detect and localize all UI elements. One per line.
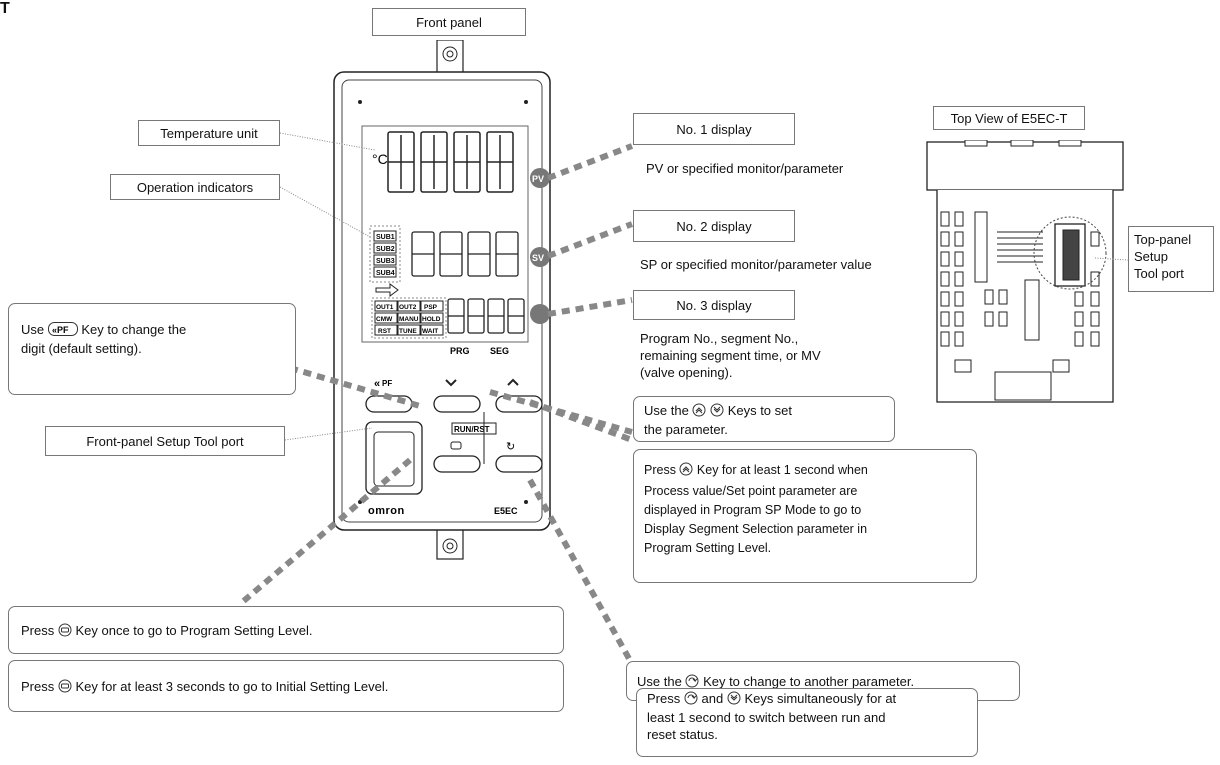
- updown-post: Keys to set: [727, 403, 792, 418]
- top-port-line-2: Setup: [1134, 249, 1168, 264]
- top-panel-port-label: Top-panel Setup Tool port: [1128, 226, 1214, 292]
- no1-display-callout: No. 1 display: [633, 113, 795, 145]
- brand-logo: omron: [368, 505, 405, 517]
- up-key-hold-note: Press Key for at least 1 second when Pro…: [633, 449, 977, 583]
- mode-key-icon-2: [684, 691, 698, 709]
- no3-desc-line-3: (valve opening).: [640, 365, 733, 380]
- runrst-post: Keys simultaneously for at: [744, 691, 897, 706]
- pf-note-pre: Use: [21, 322, 45, 337]
- no3-display-desc: Program No., segment No., remaining segm…: [640, 330, 821, 381]
- pf-key-label: PF: [382, 379, 392, 388]
- sv-label: SV: [532, 253, 544, 263]
- up-hold-pre: Press: [644, 463, 676, 477]
- temp-unit-symbol: °C: [372, 151, 388, 167]
- runrst-mid: and: [701, 691, 724, 706]
- pf-key-icon: «PF: [47, 322, 78, 340]
- front-panel-title: Front panel: [372, 8, 526, 36]
- ind-hold: HOLD: [422, 316, 441, 323]
- level-key-3s-note: Press Key for at least 3 seconds to go t…: [8, 660, 564, 712]
- ind-tune: TUNE: [399, 328, 417, 335]
- pf-key-note: Use «PF Key to change the digit (default…: [8, 303, 296, 395]
- level-3s-post: Key for at least 3 seconds to go to Init…: [75, 679, 389, 694]
- corner-letter: T: [0, 0, 10, 17]
- operation-indicators-callout: Operation indicators: [110, 174, 280, 200]
- level-once-pre: Press: [21, 623, 55, 638]
- mode-pre: Use the: [637, 674, 682, 689]
- updown-line2: the parameter.: [644, 422, 728, 437]
- top-view-title: Top View of E5EC-T: [933, 106, 1085, 130]
- level-key-once-note: Press Key once to go to Program Setting …: [8, 606, 564, 654]
- down-key-icon: [710, 403, 724, 421]
- pf-note-post: Key to change the: [81, 322, 187, 337]
- sub-indicator-4: SUB4: [376, 270, 395, 277]
- controller-front-drawing: °C SUB1 SUB2 SUB3 SUB4: [333, 40, 551, 560]
- down-key-icon-2: [727, 691, 741, 709]
- no3-desc-line-1: Program No., segment No.,: [640, 331, 799, 346]
- no2-display-callout: No. 2 display: [633, 210, 795, 242]
- mode-post: Key to change to another parameter.: [703, 674, 915, 689]
- runrst-line-3: reset status.: [647, 727, 718, 742]
- svg-text:↻: ↻: [506, 441, 515, 453]
- prg-label: PRG: [450, 346, 470, 356]
- no3-display-callout: No. 3 display: [633, 290, 795, 320]
- no1-display-desc: PV or specified monitor/parameter: [646, 161, 844, 176]
- level-once-post: Key once to go to Program Setting Level.: [75, 623, 313, 638]
- ind-manu: MANU: [399, 316, 419, 323]
- seg-label: SEG: [490, 346, 509, 356]
- up-key-icon: [692, 403, 706, 421]
- updown-keys-note: Use the Keys to set the parameter.: [633, 396, 895, 442]
- front-panel-port-callout: Front-panel Setup Tool port: [45, 426, 285, 456]
- no3-desc-line-2: remaining segment time, or MV: [640, 348, 821, 363]
- sub-indicator-3: SUB3: [376, 258, 395, 265]
- up-hold-line-2: Process value/Set point parameter are: [644, 484, 858, 498]
- updown-pre: Use the: [644, 403, 689, 418]
- model-label: E5EC: [494, 506, 518, 516]
- svg-text:«: «: [374, 378, 380, 390]
- level-key-icon-2: [58, 679, 72, 697]
- top-port-line-1: Top-panel: [1134, 232, 1192, 247]
- ind-cmw: CMW: [376, 316, 393, 323]
- pf-note-line2: digit (default setting).: [21, 341, 142, 356]
- ind-psp: PSP: [424, 304, 438, 311]
- sub-indicator-1: SUB1: [376, 234, 395, 241]
- up-hold-line-5: Program Setting Level.: [644, 541, 772, 555]
- ind-out2: OUT2: [399, 304, 417, 311]
- top-port-line-3: Tool port: [1134, 266, 1184, 281]
- runrst-line-2: least 1 second to switch between run and: [647, 710, 886, 725]
- top-view-drawing: [926, 140, 1124, 403]
- temperature-unit-callout: Temperature unit: [138, 120, 280, 146]
- runrst-pre: Press: [647, 691, 681, 706]
- up-hold-line-4: Display Segment Selection parameter in: [644, 522, 868, 536]
- pv-label: PV: [532, 174, 544, 184]
- up-hold-line-3: displayed in Program SP Mode to go to: [644, 503, 862, 517]
- level-3s-pre: Press: [21, 679, 55, 694]
- ind-rst: RST: [378, 328, 391, 335]
- ind-out1: OUT1: [376, 304, 394, 311]
- ind-wait: WAIT: [422, 328, 438, 335]
- no2-display-desc: SP or specified monitor/parameter value: [640, 257, 872, 272]
- svg-text:«PF: «PF: [52, 325, 69, 335]
- up-key-icon-2: [679, 462, 693, 482]
- level-key-icon: [58, 623, 72, 641]
- run-rst-label: RUN/RST: [454, 425, 490, 434]
- run-rst-note: Press and Keys simultaneously for at lea…: [636, 688, 978, 757]
- sub-indicator-2: SUB2: [376, 246, 395, 253]
- up-hold-post: Key for at least 1 second when: [696, 463, 868, 477]
